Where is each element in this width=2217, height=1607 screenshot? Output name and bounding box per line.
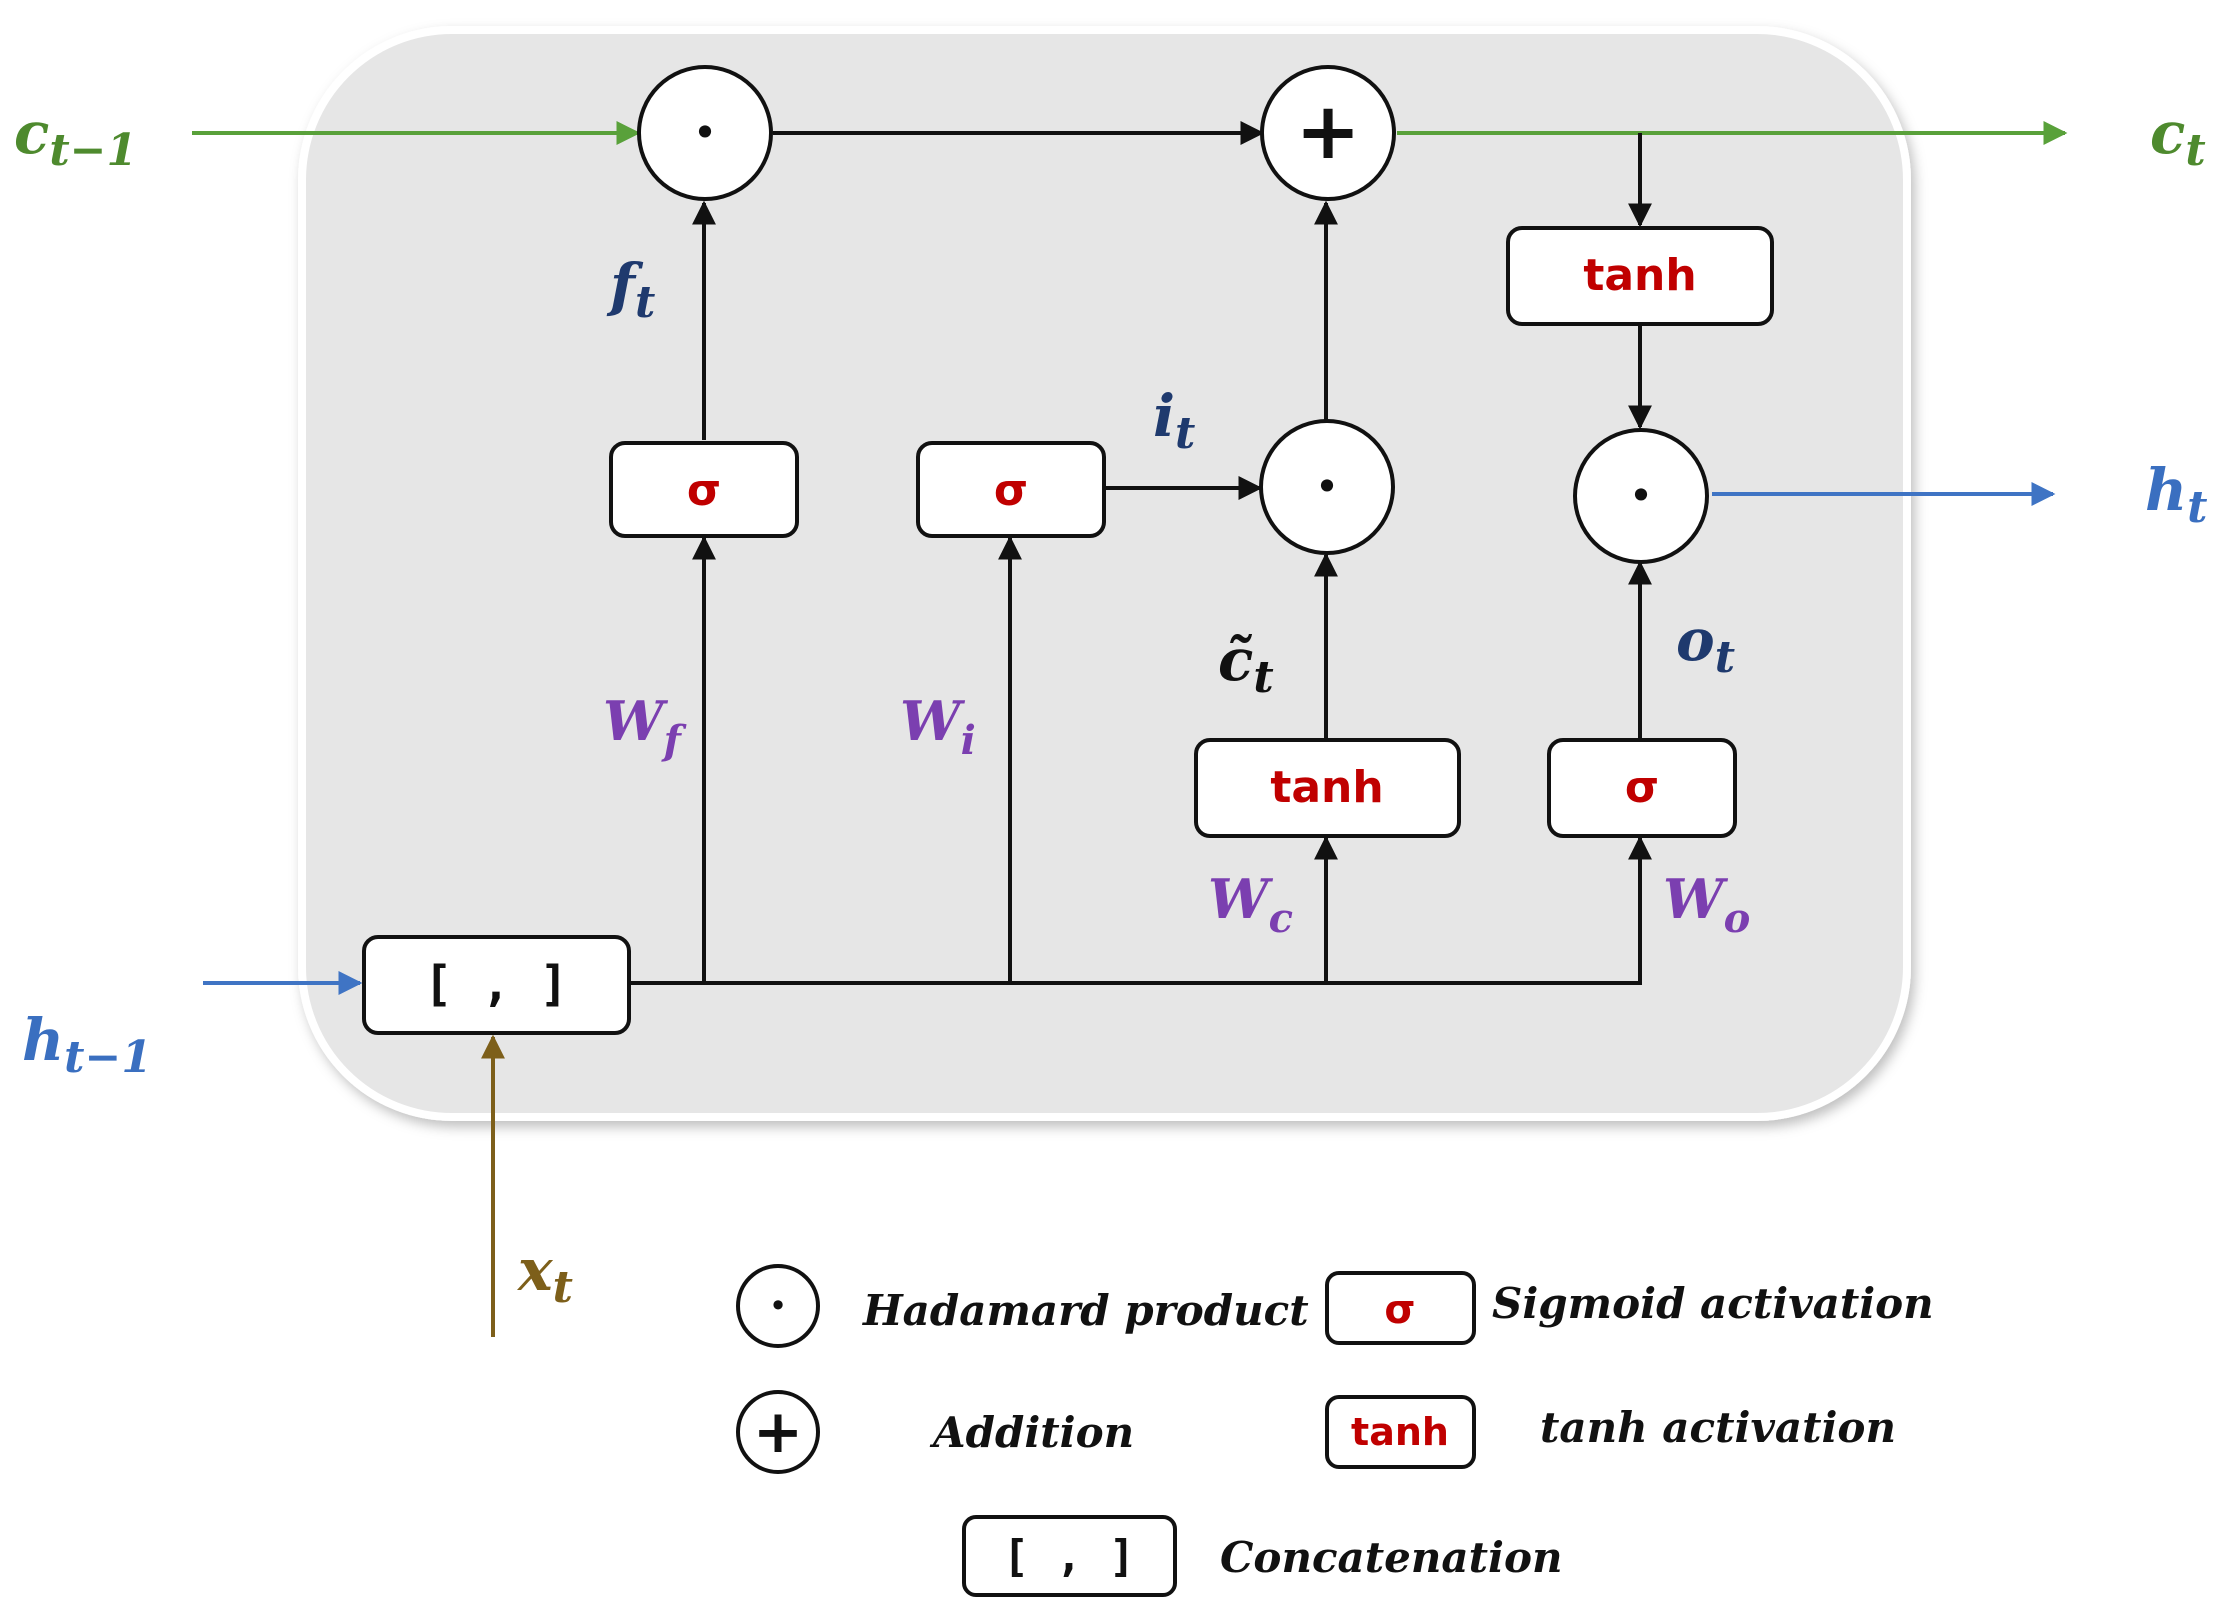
i-t-label: it bbox=[1153, 382, 1195, 459]
addition-node: + bbox=[1260, 65, 1396, 201]
w-f-label: Wf bbox=[603, 689, 687, 764]
legend-tanh: tanh tanh activation bbox=[1325, 1395, 1896, 1469]
sigma-label: σ bbox=[687, 465, 721, 516]
hadamard-output: • bbox=[1573, 428, 1709, 564]
addition-symbol: + bbox=[753, 1397, 803, 1467]
hadamard-symbol: • bbox=[769, 1287, 788, 1325]
candidate-tanh-box: tanh bbox=[1194, 738, 1461, 838]
hadamard-symbol: • bbox=[1629, 471, 1654, 520]
hadamard-forget: • bbox=[637, 65, 773, 201]
x-t-label: xt bbox=[516, 1236, 573, 1313]
connections bbox=[192, 121, 2068, 1337]
sigma-label: σ bbox=[1384, 1287, 1415, 1333]
c-tilde-label: c̃t bbox=[1218, 626, 1274, 703]
legend-tanh-label: tanh activation bbox=[1540, 1403, 1896, 1452]
tanh-label: tanh bbox=[1270, 762, 1383, 813]
legend-hadamard-label: Hadamard product bbox=[862, 1286, 1309, 1335]
f-t-label: ft bbox=[606, 251, 655, 328]
tanh-label: tanh bbox=[1351, 1410, 1449, 1454]
legend-sigmoid: σ Sigmoid activation bbox=[1325, 1271, 1934, 1345]
legend-concat-label: Concatenation bbox=[1220, 1533, 1563, 1582]
legend-addition: + Addition bbox=[736, 1390, 1134, 1474]
sigma-label: σ bbox=[1625, 762, 1659, 813]
hadamard-symbol: • bbox=[1315, 462, 1340, 511]
legend-addition-label: Addition bbox=[929, 1408, 1134, 1457]
legend-sigmoid-label: Sigmoid activation bbox=[1492, 1279, 1934, 1328]
input-sigmoid-box: σ bbox=[916, 441, 1106, 538]
output-sigmoid-box: σ bbox=[1547, 738, 1737, 838]
forget-sigmoid-box: σ bbox=[609, 441, 799, 538]
sigma-label: σ bbox=[994, 465, 1028, 516]
concat-label: [ , ] bbox=[424, 956, 569, 1012]
concat-box: [ , ] bbox=[362, 935, 631, 1035]
o-t-label: ot bbox=[1676, 606, 1735, 683]
hadamard-input: • bbox=[1259, 419, 1395, 555]
legend: • Hadamard product + Addition σ Sigmoid … bbox=[736, 1264, 1934, 1597]
tanh-label: tanh bbox=[1583, 250, 1696, 301]
c-t-label: ct bbox=[2150, 99, 2206, 176]
addition-symbol: + bbox=[1295, 87, 1360, 177]
concat-label: [ , ] bbox=[1003, 1531, 1135, 1582]
hadamard-symbol: • bbox=[693, 108, 718, 157]
w-i-label: Wi bbox=[900, 689, 976, 764]
h-prev-label: ht−1 bbox=[22, 1006, 152, 1083]
cell-state-tanh-box: tanh bbox=[1506, 226, 1774, 326]
legend-hadamard: • Hadamard product bbox=[736, 1264, 1309, 1348]
c-prev-label: ct−1 bbox=[14, 99, 137, 176]
legend-concat: [ , ] Concatenation bbox=[962, 1515, 1563, 1597]
h-t-label: ht bbox=[2145, 456, 2208, 533]
w-o-label: Wo bbox=[1663, 867, 1750, 942]
w-c-label: Wc bbox=[1208, 867, 1293, 942]
